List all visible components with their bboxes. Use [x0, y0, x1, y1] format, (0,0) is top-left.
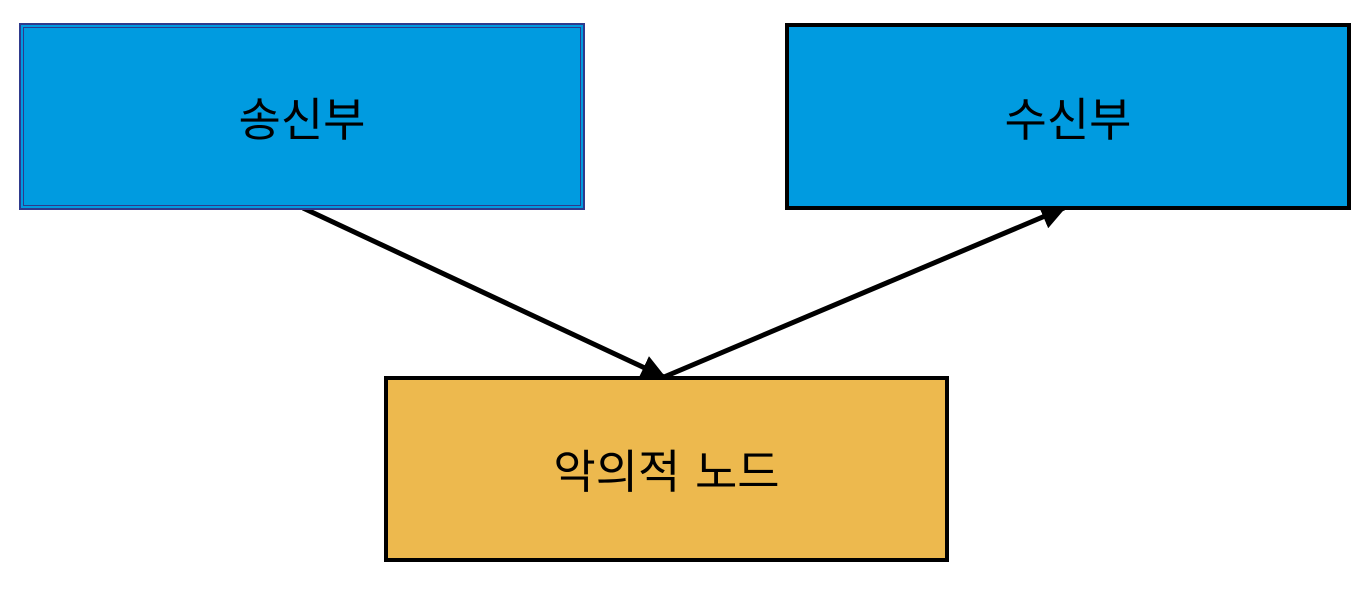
sender-node: 송신부 [19, 23, 585, 210]
arrow-sender-to-malicious [301, 205, 667, 380]
sender-label: 송신부 [238, 92, 366, 147]
malicious-node: 악의적 노드 [384, 376, 949, 562]
receiver-node: 수신부 [785, 23, 1351, 210]
malicious-label: 악의적 노드 [553, 445, 780, 499]
receiver-label: 수신부 [1004, 92, 1132, 147]
arrow-malicious-to-receiver [663, 205, 1067, 380]
